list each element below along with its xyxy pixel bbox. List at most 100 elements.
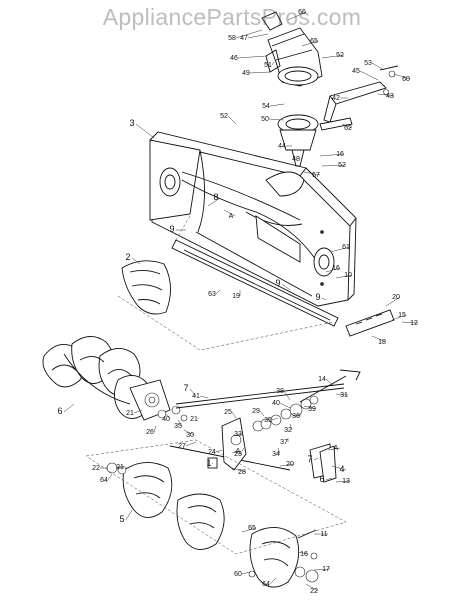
callout-leader-c63 — [231, 467, 247, 473]
callout-leader-c58 — [231, 411, 237, 419]
callout-leader-c32 — [215, 289, 221, 295]
lower-hardware — [106, 445, 337, 583]
part-callout-c42: 40 — [162, 416, 170, 423]
callout-leader-c15 — [268, 118, 285, 121]
part-callout-c35: 20 — [392, 294, 400, 301]
part-callout-c5: 52 — [336, 52, 344, 59]
part-callout-c53: 39 — [308, 406, 316, 413]
part-callout-c66: 7 — [307, 454, 312, 464]
part-callout-c68: 6 — [319, 474, 324, 484]
key-box-1 — [207, 457, 218, 469]
callout-leader-c53 — [303, 405, 317, 410]
part-callout-c16: 62 — [344, 125, 352, 132]
part-callout-c22: 52 — [338, 162, 346, 169]
part-callout-c15: 50 — [261, 116, 269, 123]
part-callout-c20: 48 — [292, 156, 300, 163]
part-callout-c32: 63 — [208, 291, 216, 298]
drive-spring — [299, 369, 361, 403]
callout-leader-c9 — [371, 62, 385, 71]
part-callout-c75: 11 — [320, 531, 327, 538]
part-callout-c76: 16 — [300, 551, 308, 558]
part-callout-c37: 12 — [410, 320, 418, 327]
callout-leader-c24 — [207, 197, 221, 207]
part-callout-c80: 64 — [262, 581, 270, 588]
callout-leader-c69 — [335, 480, 351, 483]
part-callout-c47: 14 — [318, 376, 326, 383]
part-callout-c62: 23 — [234, 451, 242, 458]
part-callout-c25: A — [229, 213, 234, 220]
callout-leader-c41 — [63, 403, 75, 413]
part-callout-c83: 20 — [286, 461, 294, 468]
callout-leader-c11 — [393, 73, 411, 80]
part-callout-c14: 54 — [262, 103, 270, 110]
callout-leader-c62 — [231, 451, 243, 455]
callout-leader-c66 — [313, 457, 319, 461]
auger-spiral-lower — [122, 462, 300, 588]
part-callout-c31: 9 — [275, 278, 280, 288]
part-callout-c78: 22 — [310, 588, 318, 595]
callout-leader-c42 — [165, 413, 171, 420]
part-callout-c59: 33 — [234, 431, 242, 438]
part-callout-c34: 9 — [315, 292, 320, 302]
callout-leader-c52 — [271, 417, 279, 421]
callout-leader-c57 — [277, 447, 281, 455]
callout-leader-c27 — [329, 246, 351, 253]
callout-leader-c80 — [269, 577, 277, 585]
callout-leader-c51 — [259, 410, 265, 417]
part-callout-c12: 43 — [386, 93, 394, 100]
chute-base-ring — [277, 114, 319, 167]
skid-shoe-right — [345, 309, 395, 337]
part-callout-c79: 60 — [234, 571, 242, 578]
callout-leader-c73 — [125, 509, 133, 521]
callout-leader-c72 — [107, 473, 113, 481]
callout-leader-c36 — [391, 314, 407, 321]
callout-leader-c55 — [289, 423, 293, 431]
callout-leader-c61 — [215, 449, 223, 453]
callout-leader-c46 — [153, 425, 157, 433]
discharge-chute — [261, 11, 323, 87]
part-callout-c6: 46 — [230, 55, 238, 62]
part-callout-c67: 4 — [339, 464, 344, 474]
callout-leader-c17 — [227, 115, 237, 125]
part-callout-c49: 38 — [276, 388, 284, 395]
part-callout-c3: 47 — [240, 35, 248, 42]
part-callout-c55: 32 — [284, 427, 292, 434]
part-callout-c65: A — [334, 445, 339, 452]
callout-leader-c22 — [321, 164, 347, 167]
callout-leader-c74 — [241, 527, 257, 533]
callout-leader-c39 — [189, 388, 197, 397]
callout-leader-c44 — [183, 429, 195, 436]
part-callout-c10: 45 — [352, 68, 360, 75]
callout-leader-c12 — [377, 93, 395, 97]
part-callout-c50: 40 — [272, 400, 280, 407]
part-callout-c46: 26 — [146, 429, 154, 436]
part-callout-c60: 27 — [178, 443, 186, 450]
part-callout-c8: 49 — [242, 70, 250, 77]
part-callout-c19: 44 — [278, 143, 286, 150]
assembly-line-3 — [85, 439, 347, 555]
callout-leader-c37 — [401, 321, 419, 324]
part-callout-c36: 15 — [398, 312, 406, 319]
watermark: AppliancePartsPros.com — [102, 4, 362, 30]
auger-housing — [149, 131, 357, 307]
part-callout-c38: 18 — [378, 339, 386, 346]
part-callout-c41: 6 — [57, 406, 62, 416]
callout-leader-c65 — [327, 447, 341, 451]
part-callout-c71: 21 — [116, 464, 124, 471]
callout-leader-c49 — [283, 390, 291, 401]
part-callout-c82: 21 — [190, 416, 198, 423]
assembly-line-1 — [117, 295, 335, 351]
callout-leader-c81 — [241, 447, 245, 452]
part-callout-c44: 30 — [186, 432, 194, 439]
part-callout-c63: 28 — [238, 469, 246, 476]
callout-leader-c76 — [297, 551, 309, 555]
part-callout-c70: 22 — [92, 465, 100, 472]
part-callout-c39: 7 — [183, 383, 188, 393]
callout-leader-c21 — [319, 153, 345, 157]
callout-leader-c30 — [131, 257, 141, 265]
part-callout-c69: 13 — [342, 478, 350, 485]
part-callout-c2: 58 — [228, 35, 236, 42]
callout-leader-c3 — [247, 33, 269, 39]
part-callout-c45: 21 — [126, 410, 134, 417]
